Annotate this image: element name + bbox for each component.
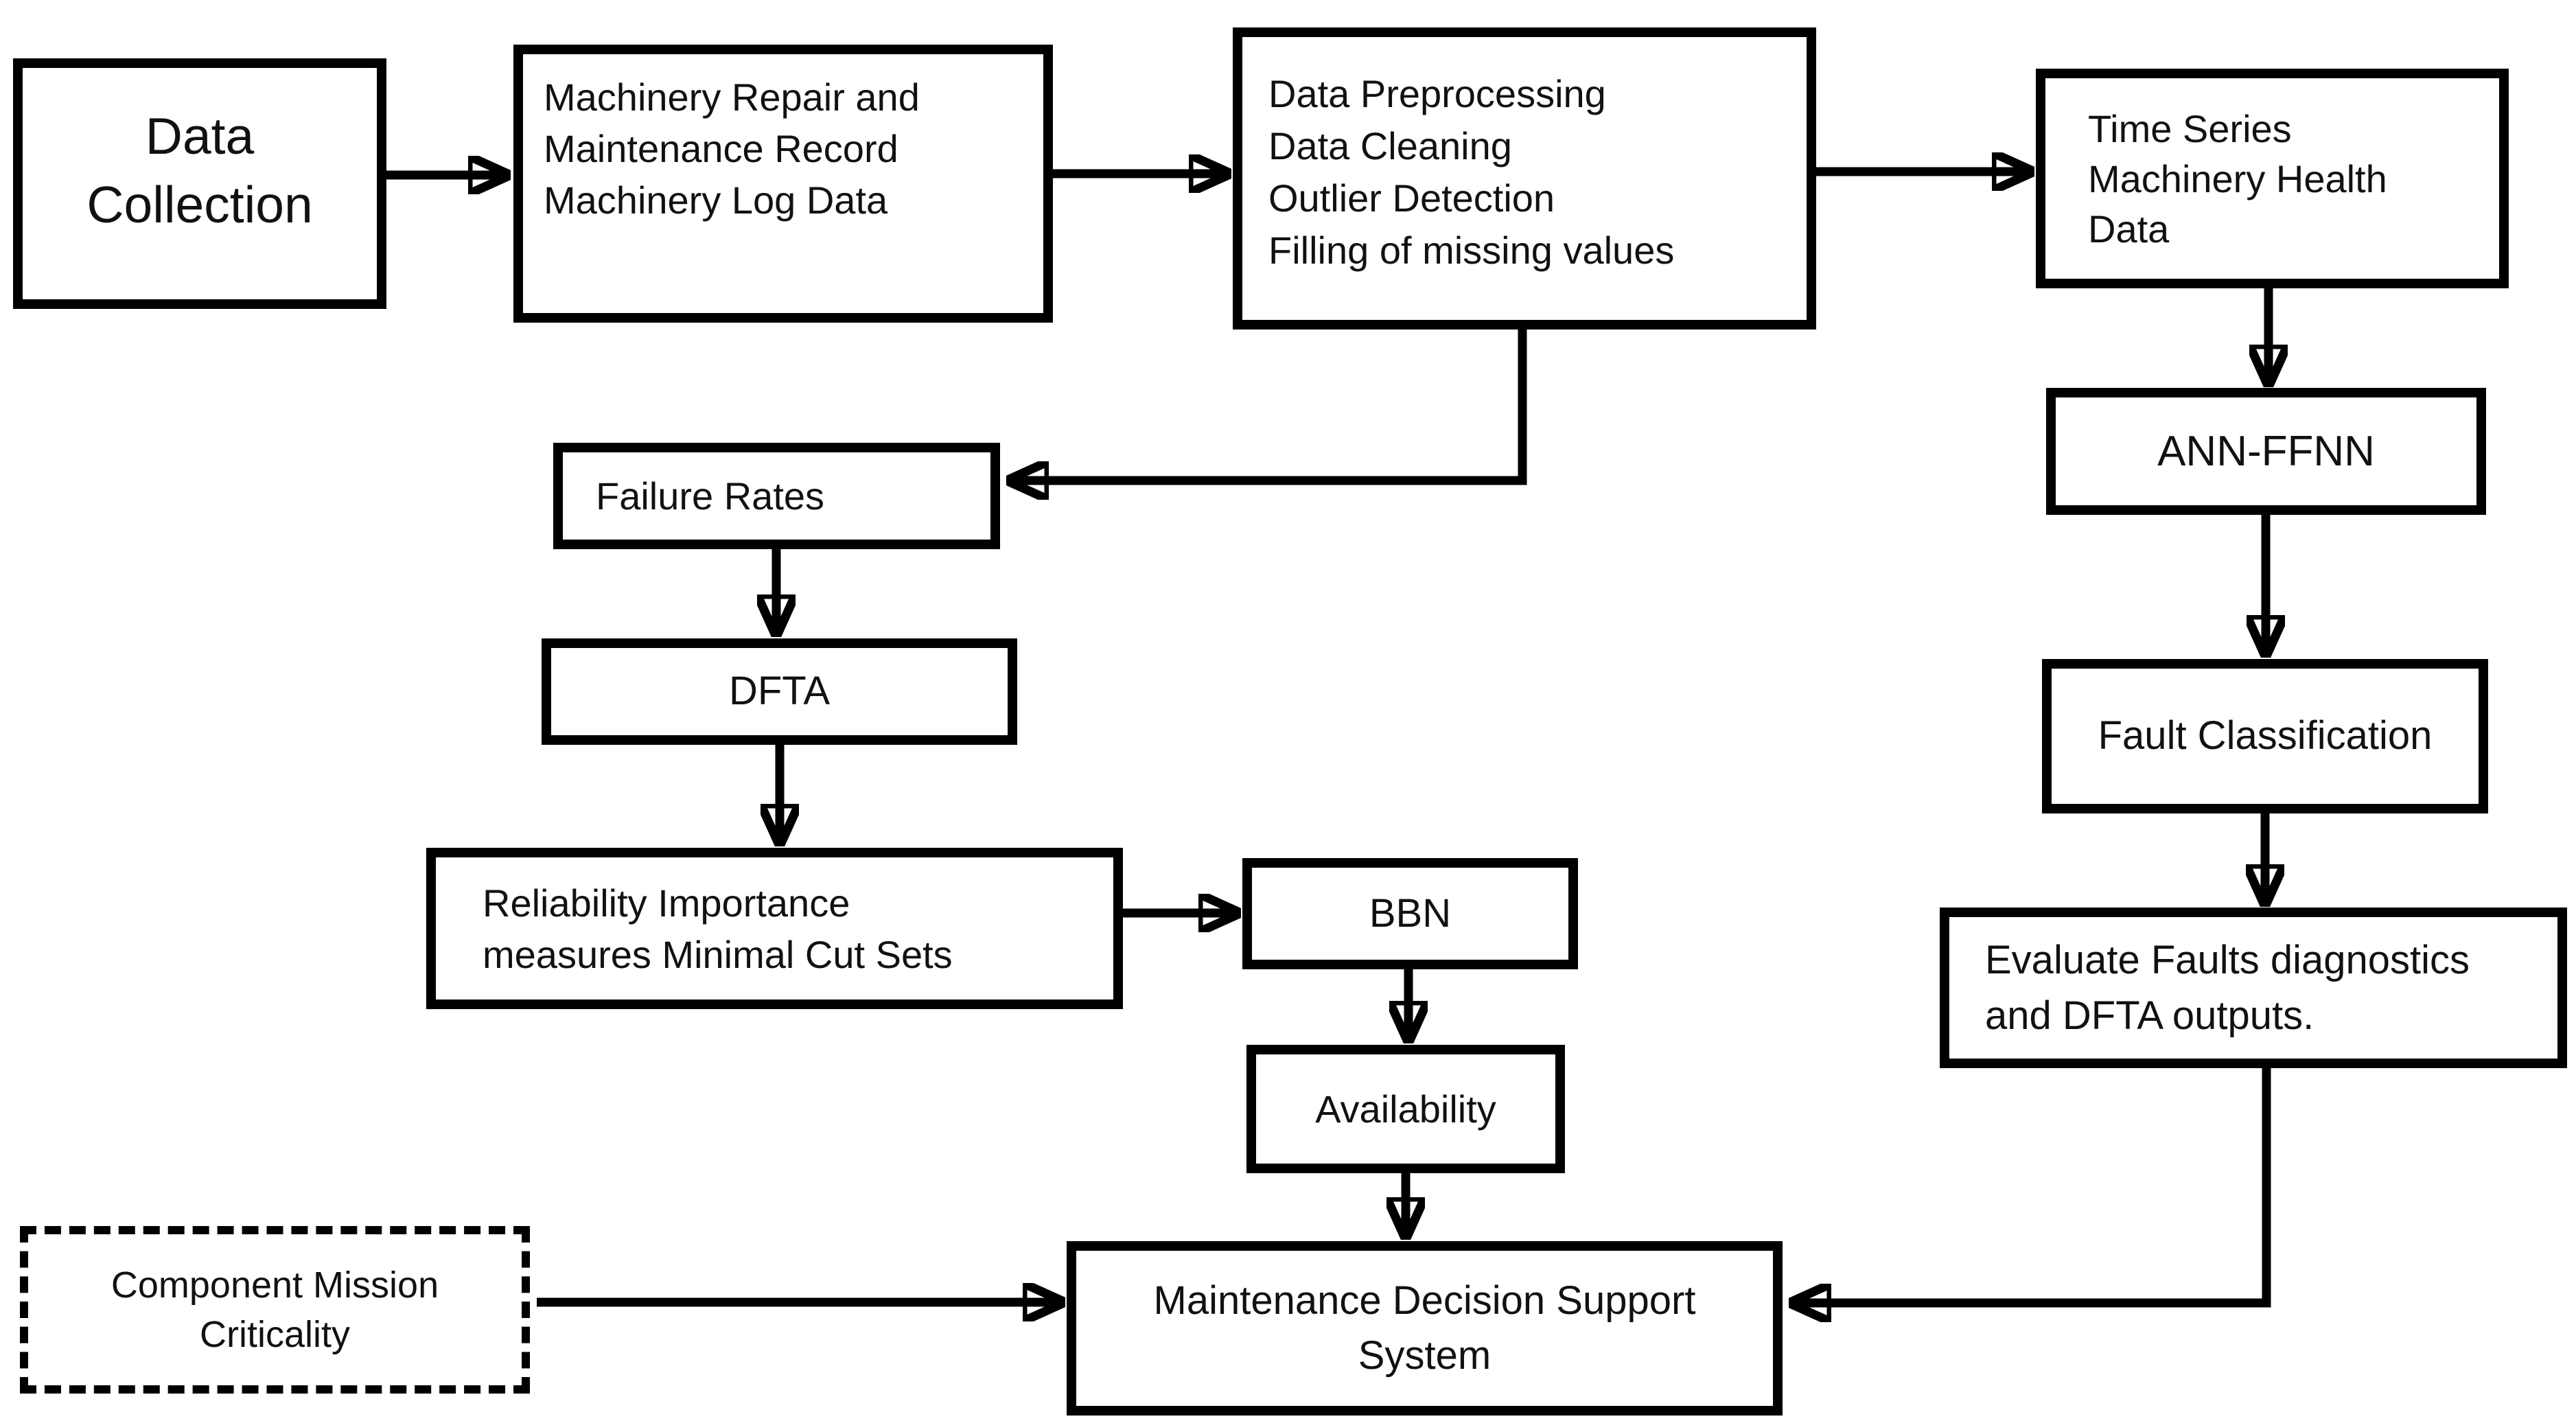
- node-time-series-machinery-health-data: Time Series Machinery Health Data: [2036, 69, 2509, 288]
- arrow-data-preprocessing-to-failure-rates: [1010, 330, 1527, 481]
- node-bbn: BBN: [1242, 858, 1578, 969]
- node-failure-rates: Failure Rates: [553, 443, 1000, 549]
- node-availability: Availability: [1246, 1045, 1565, 1173]
- node-data-preprocessing: Data Preprocessing Data Cleaning Outlier…: [1233, 27, 1816, 330]
- node-reliability-importance-minimal-cut-sets: Reliability Importance measures Minimal …: [426, 848, 1123, 1009]
- node-fault-classification: Fault Classification: [2042, 659, 2488, 813]
- node-machinery-repair-maintenance-record: Machinery Repair and Maintenance Record …: [513, 45, 1053, 323]
- node-data-collection: Data Collection: [13, 58, 386, 309]
- node-evaluate-faults-diagnostics: Evaluate Faults diagnostics and DFTA out…: [1940, 908, 2567, 1068]
- node-maintenance-decision-support-system: Maintenance Decision Support System: [1067, 1241, 1783, 1416]
- node-dfta: DFTA: [542, 638, 1017, 745]
- node-ann-ffnn: ANN-FFNN: [2046, 388, 2486, 515]
- arrow-evaluate-faults-to-mdss: [1793, 1068, 2271, 1303]
- node-component-mission-criticality: Component Mission Criticality: [20, 1226, 530, 1394]
